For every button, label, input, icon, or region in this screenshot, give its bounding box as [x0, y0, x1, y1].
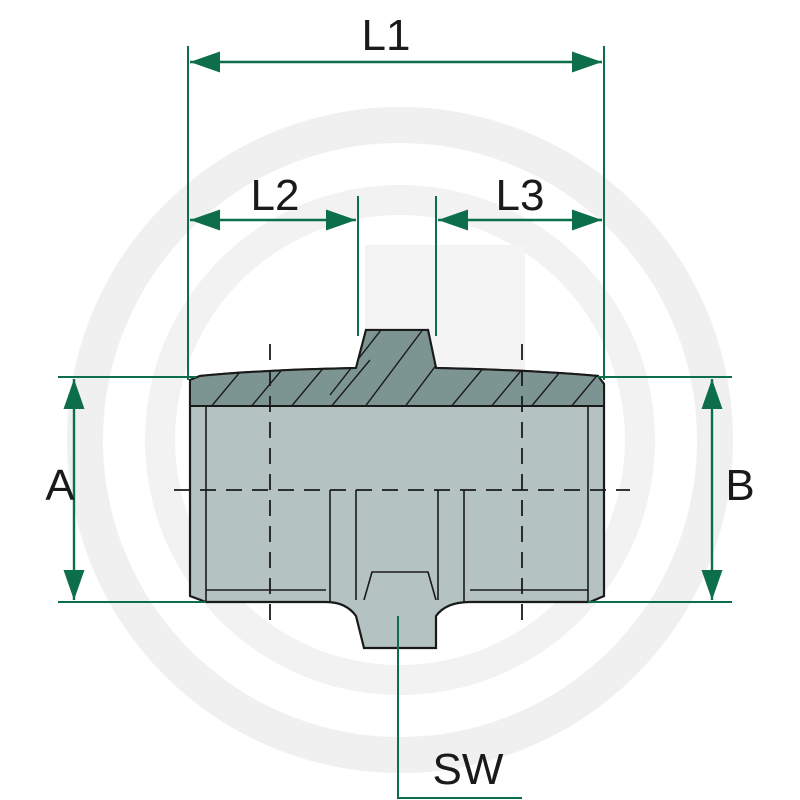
label-l2: L2: [251, 171, 300, 220]
dimension-arrows: [63, 51, 723, 600]
dimension-lines: [58, 46, 732, 799]
label-b: B: [725, 461, 754, 510]
center-lines: [174, 344, 630, 628]
label-sw: SW: [433, 745, 504, 794]
label-l3: L3: [496, 171, 545, 220]
label-a: A: [45, 461, 75, 510]
label-l1: L1: [362, 11, 411, 60]
body-inner-lines: [205, 406, 589, 602]
section-cut: [189, 329, 605, 407]
